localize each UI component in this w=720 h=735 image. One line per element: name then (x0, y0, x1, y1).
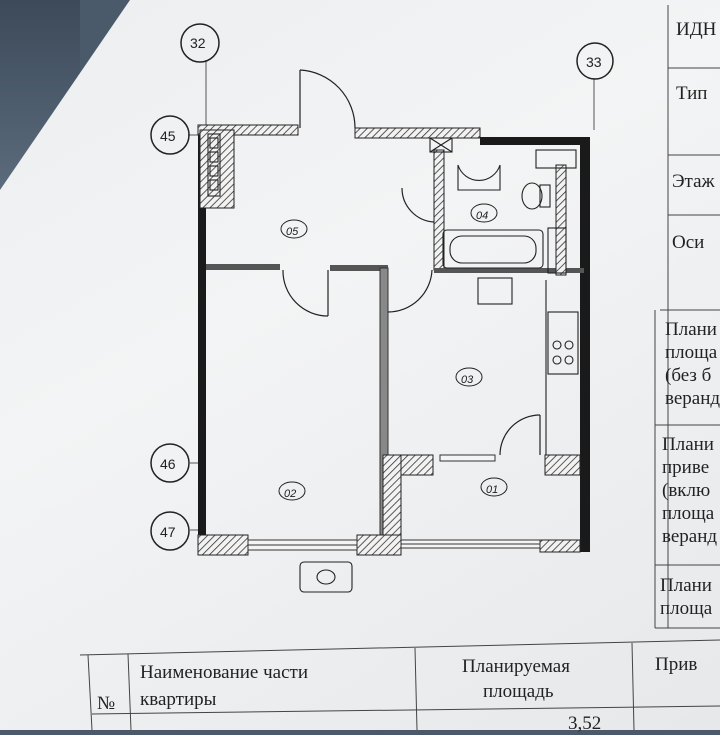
axis-label-47: 47 (160, 524, 176, 540)
axis-marker-47 (150, 511, 190, 551)
side-table-reduced-area-3: (вклю (662, 480, 711, 501)
room-marker-01 (480, 477, 508, 497)
room-marker-04 (470, 203, 498, 223)
side-table-axes: Оси (672, 232, 705, 253)
room-marker-05 (280, 219, 308, 239)
door-swings (282, 69, 541, 456)
side-table-reduced-area-2: приве (662, 457, 710, 478)
bottom-table-grid (79, 639, 720, 730)
axis-marker-33 (576, 42, 614, 80)
side-table-total-area-2: площа (660, 598, 713, 619)
room-label-02: 02 (284, 488, 297, 500)
side-table-identifier: ИДН (676, 19, 717, 40)
axis-label-46: 46 (160, 456, 176, 472)
side-table-planned-area-4: веранд (665, 388, 720, 409)
side-table-floor: Этаж (672, 171, 715, 192)
axis-label-32: 32 (190, 35, 206, 51)
bottom-table-col-area-2: площадь (483, 681, 554, 702)
bottom-table-col-reduced: Прив (655, 654, 698, 675)
axis-marker-46 (150, 443, 190, 483)
room-label-03: 03 (461, 374, 474, 386)
bottom-table-row1-area: 3,52 (568, 713, 602, 734)
side-table-reduced-area-4: площа (662, 503, 715, 524)
room-label-04: 04 (476, 210, 489, 222)
axis-marker-45 (150, 115, 190, 155)
room-marker-02 (278, 481, 306, 501)
room-marker-03 (455, 367, 483, 387)
side-table-planned-area-3: (без б (665, 365, 712, 386)
bottom-table-col-num: № (97, 693, 116, 714)
side-table-reduced-area-1: Плани (662, 434, 714, 455)
axis-label-45: 45 (160, 128, 176, 144)
bottom-table-col-name-2: квартиры (140, 689, 217, 710)
side-table-grid (654, 5, 720, 629)
side-table-planned-area-2: площа (665, 342, 718, 363)
room-label-01: 01 (486, 484, 499, 496)
fixtures (207, 133, 579, 593)
walls (197, 124, 590, 556)
side-table-type: Тип (676, 83, 708, 104)
side-table-total-area-1: Плани (660, 575, 712, 596)
bottom-table-col-name-1: Наименование части (140, 662, 309, 683)
room-label-05: 05 (286, 226, 299, 238)
axis-label-33: 33 (586, 54, 602, 70)
side-table-planned-area-1: Плани (665, 319, 717, 340)
axis-marker-32 (180, 23, 220, 63)
side-table-reduced-area-5: веранд (662, 526, 718, 547)
bottom-table-col-area-1: Планируемая (462, 656, 570, 677)
